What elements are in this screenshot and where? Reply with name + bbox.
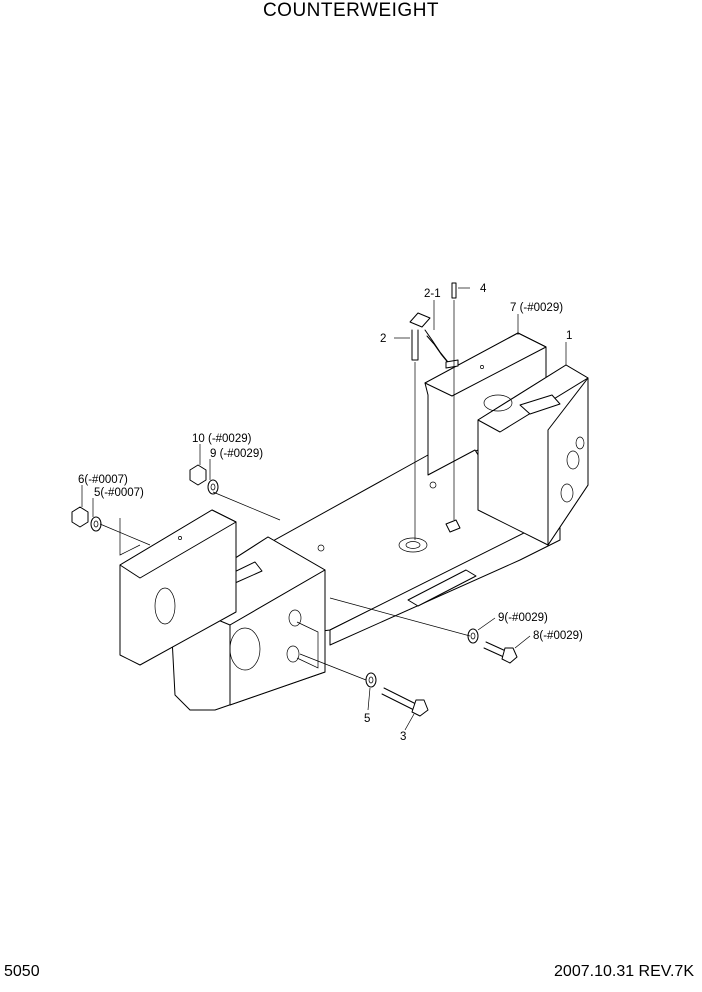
revision-date: 2007.10.31 REV.7K (554, 963, 694, 980)
callout-9-right: 9(-#0029) (498, 612, 548, 624)
callout-4: 4 (480, 283, 487, 295)
callout-2: 2 (380, 333, 386, 345)
callout-5: 5 (364, 713, 370, 725)
callout-10: 10 (-#0029) (192, 433, 252, 445)
callout-6: 6(-#0007) (78, 474, 128, 486)
leader-lines (81, 287, 567, 731)
callout-9-top: 9 (-#0029) (210, 448, 263, 460)
page-title: COUNTERWEIGHT (262, 0, 440, 21)
callout-3: 3 (400, 731, 406, 743)
callout-5-top: 5(-#0007) (94, 487, 144, 499)
lock-pin-assembly (409, 282, 459, 540)
callout-8: 8(-#0029) (533, 630, 583, 642)
callout-7: 7 (-#0029) (510, 302, 563, 314)
page-number: 5050 (4, 963, 40, 980)
counterweight-body (119, 332, 589, 711)
callout-1: 1 (566, 330, 572, 342)
callout-labels: 1 7 (-#0029) 4 2-1 2 10 (-#0029) 9 (-#00… (78, 283, 583, 743)
fasteners (71, 464, 518, 717)
callout-2-1: 2-1 (424, 288, 441, 300)
